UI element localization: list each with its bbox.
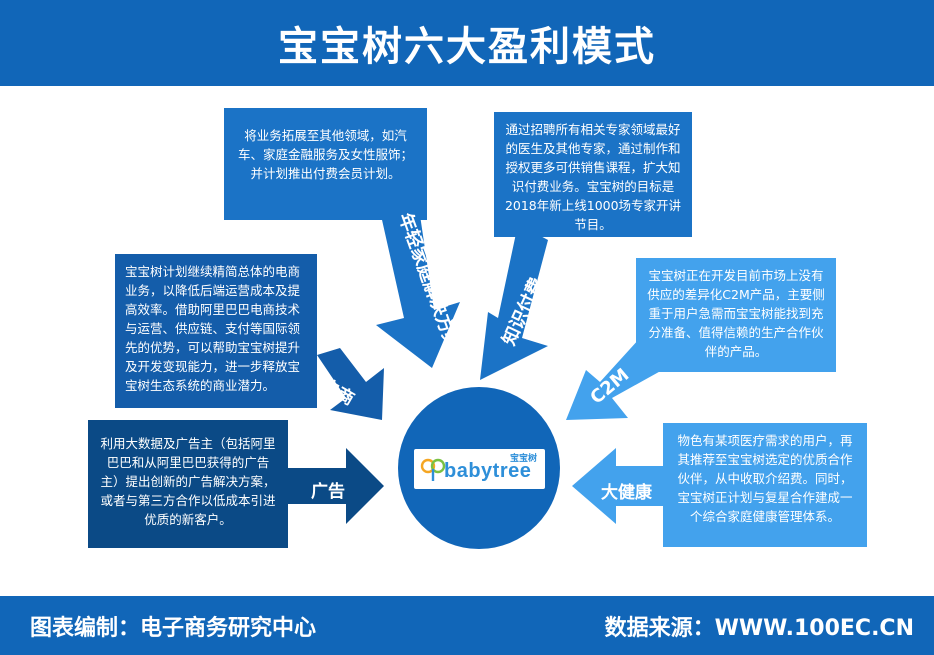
logo-en-text: babytree: [444, 460, 532, 482]
arrow-health: [572, 448, 663, 524]
model-box-ecommerce: 宝宝树计划继续精简总体的电商业务，以降低后端运营成本及提高效率。借助阿里巴巴电商…: [115, 254, 317, 408]
page-title: 宝宝树六大盈利模式: [278, 24, 656, 70]
footer-source: 数据来源：WWW.100EC.CN: [604, 616, 914, 641]
arrow-ecommerce: [317, 348, 384, 420]
label-advertising: 广告: [311, 482, 345, 502]
model-box-advertising: 利用大数据及广告主（包括阿里巴巴和从阿里巴巴获得的广告主）提出创新的广告解决方案…: [88, 420, 288, 548]
model-box-health: 物色有某项医疗需求的用户，再其推荐至宝宝树选定的优质合作伙伴，从中收取介绍费。同…: [663, 423, 867, 547]
footer-bar: 图表编制：电子商务研究中心 数据来源：WWW.100EC.CN: [0, 596, 934, 655]
tree-icon: [420, 458, 446, 481]
model-box-c2m: 宝宝树正在开发目前市场上没有供应的差异化C2M产品，主要侧重于用户急需而宝宝树能…: [636, 258, 836, 372]
logo-cn-text: 宝宝树: [509, 454, 537, 464]
babytree-logo: 宝宝树 babytree: [414, 449, 545, 489]
header-bar: 宝宝树六大盈利模式: [0, 0, 934, 86]
model-box-young-family: 将业务拓展至其他领域，如汽车、家庭金融服务及女性服饰；并计划推出付费会员计划。: [224, 108, 427, 220]
model-box-knowledge-pay: 通过招聘所有相关专家领域最好的医生及其他专家，通过制作和授权更多可供销售课程，扩…: [494, 112, 692, 237]
arrow-advertising: [288, 448, 384, 524]
footer-compiler: 图表编制：电子商务研究中心: [30, 616, 317, 641]
label-health: 大健康: [601, 483, 652, 503]
arrow-knowledge-pay: [480, 224, 548, 380]
arrow-young-family: [376, 188, 460, 368]
